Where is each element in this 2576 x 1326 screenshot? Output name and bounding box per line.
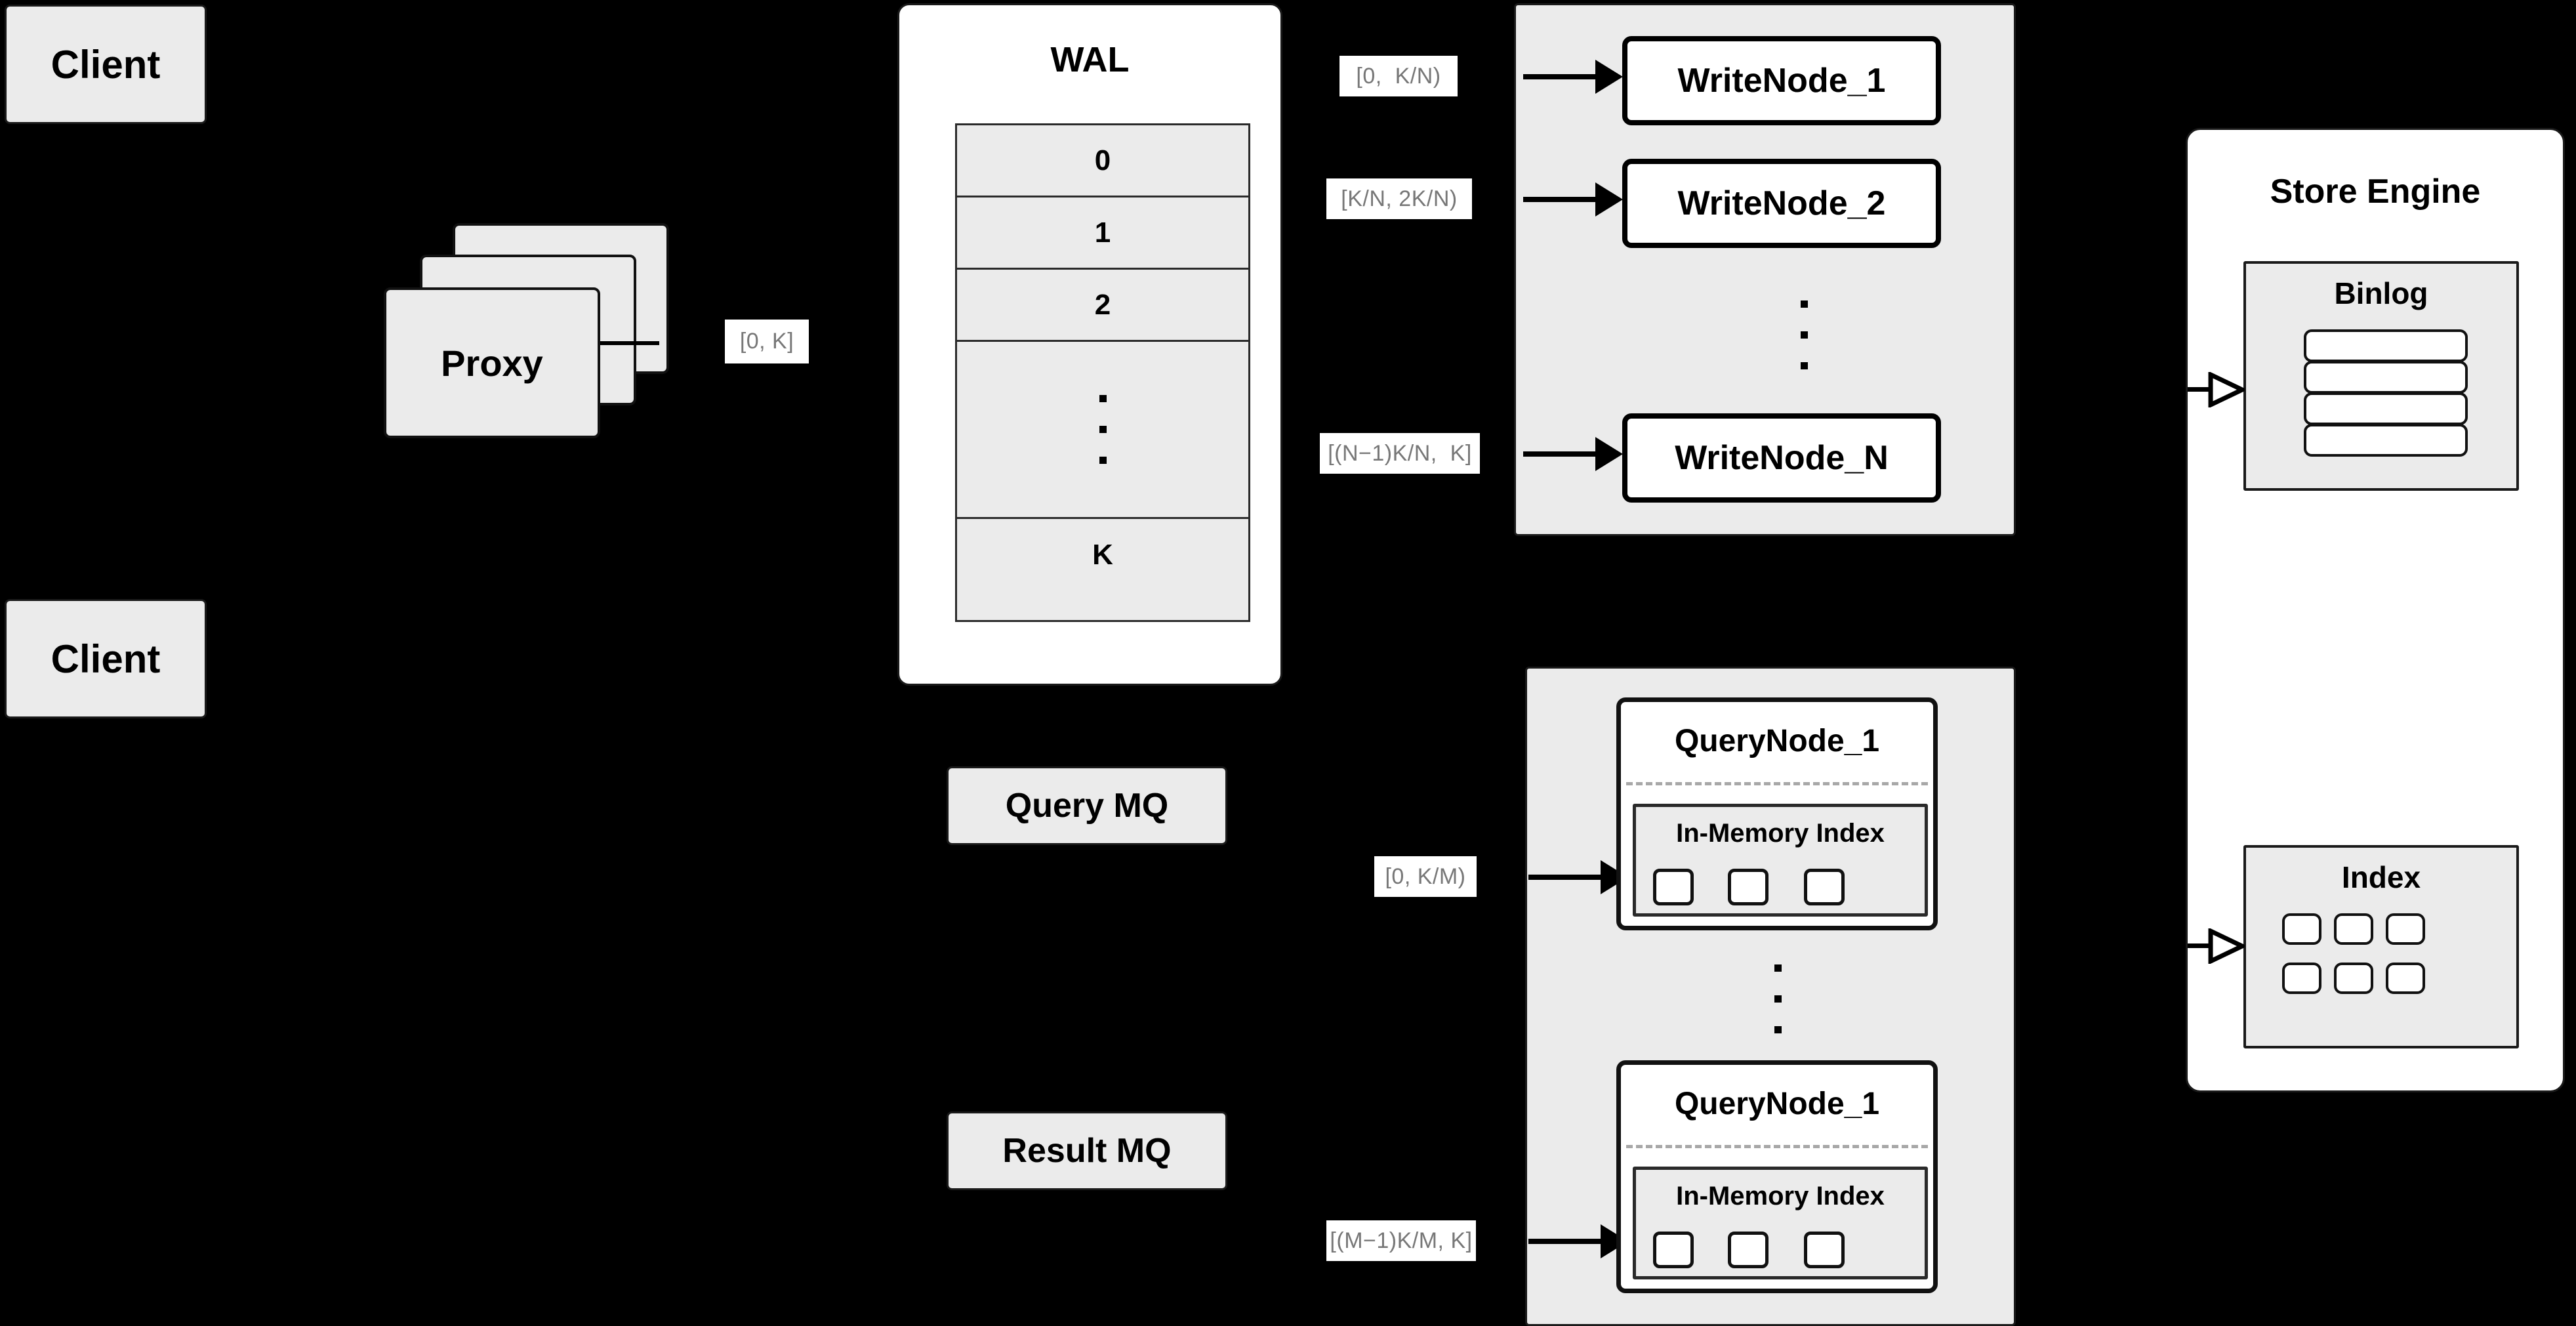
ellipsis-dot: [1800, 362, 1808, 369]
arrow-head-write-node-n: [1595, 437, 1623, 471]
range-label-query-node-m: [(M−1)K/M, K]: [1326, 1220, 1476, 1261]
client-box-1[interactable]: Client: [5, 5, 207, 124]
write-node-n[interactable]: WriteNode_N: [1622, 413, 1941, 503]
arrow-line-write-node-2: [1523, 197, 1595, 202]
index-cell[interactable]: [1728, 869, 1768, 905]
result-mq-box[interactable]: Result MQ: [947, 1111, 1227, 1190]
store-engine-title: Store Engine: [2270, 173, 2481, 211]
arrow-line-to-index: [2188, 943, 2219, 948]
ellipsis-dot: [1099, 395, 1107, 402]
write-node-2[interactable]: WriteNode_2: [1622, 159, 1941, 248]
ellipsis-dot: [1800, 300, 1808, 308]
result-mq-label: Result MQ: [1002, 1132, 1172, 1170]
write-node-ellipsis: [1738, 269, 1870, 400]
client-box-2[interactable]: Client: [5, 599, 207, 718]
store-engine-panel: Store Engine Binlog Index: [2186, 128, 2565, 1092]
ellipsis-dot: [1774, 995, 1782, 1003]
query-mq-box[interactable]: Query MQ: [947, 766, 1227, 845]
proxy-box[interactable]: Proxy: [384, 287, 600, 438]
wal-panel: WAL 0 1 2 K: [897, 3, 1282, 686]
query-node-ellipsis: [1712, 938, 1843, 1060]
index-cell[interactable]: [1653, 869, 1694, 905]
proxy-to-wal-line: [600, 341, 659, 345]
proxy-label: Proxy: [441, 342, 543, 384]
binlog-slot[interactable]: [2304, 329, 2468, 362]
in-memory-index-m: In-Memory Index: [1633, 1167, 1928, 1279]
index-cell[interactable]: [1804, 1232, 1845, 1268]
arrow-line-query-node-m: [1528, 1239, 1601, 1244]
binlog-title: Binlog: [2334, 276, 2428, 310]
in-memory-index-1: In-Memory Index: [1633, 804, 1928, 917]
range-label-write-node-n: [(N−1)K/N, K]: [1320, 433, 1480, 474]
index-slot[interactable]: [2282, 963, 2321, 994]
arrow-line-query-node-1: [1528, 875, 1601, 880]
ellipsis-dot: [1774, 1026, 1782, 1033]
index-cell[interactable]: [1804, 869, 1845, 905]
index-cell[interactable]: [1728, 1232, 1768, 1268]
arrow-line-write-node-1: [1523, 74, 1595, 79]
binlog-panel: Binlog: [2243, 261, 2519, 491]
wal-row-ellipsis: [957, 342, 1248, 519]
query-node-1-title: QueryNode_1: [1674, 724, 1880, 758]
ellipsis-dot: [1774, 964, 1782, 972]
index-slot[interactable]: [2334, 913, 2373, 945]
ellipsis-dot: [1099, 457, 1107, 464]
in-memory-index-m-title: In-Memory Index: [1676, 1182, 1885, 1211]
range-label-query-node-1: [0, K/M): [1374, 856, 1477, 897]
arrow-head-write-node-2: [1595, 182, 1623, 217]
binlog-slot[interactable]: [2304, 361, 2468, 394]
query-mq-label: Query MQ: [1005, 787, 1169, 825]
index-slot[interactable]: [2386, 963, 2425, 994]
wal-row-2[interactable]: 2: [957, 270, 1248, 342]
arrow-line-to-binlog: [2188, 387, 2219, 392]
arrow-line-write-node-n: [1523, 451, 1595, 457]
write-node-2-label: WriteNode_2: [1677, 184, 1886, 222]
query-node-1-divider: [1626, 782, 1928, 785]
binlog-slot[interactable]: [2304, 392, 2468, 425]
wal-table: 0 1 2 K: [955, 123, 1250, 622]
index-slot[interactable]: [2334, 963, 2373, 994]
query-node-m[interactable]: QueryNode_1 In-Memory Index: [1616, 1060, 1938, 1293]
ellipsis-dot: [1800, 331, 1808, 339]
client-label-1: Client: [51, 42, 161, 87]
index-panel: Index: [2243, 845, 2519, 1048]
wal-title: WAL: [1050, 40, 1130, 79]
wal-row-1[interactable]: 1: [957, 197, 1248, 270]
query-node-m-divider: [1626, 1145, 1928, 1148]
query-node-1[interactable]: QueryNode_1 In-Memory Index: [1616, 697, 1938, 930]
write-node-n-label: WriteNode_N: [1675, 439, 1889, 477]
index-slot[interactable]: [2282, 913, 2321, 945]
in-memory-index-1-title: In-Memory Index: [1676, 819, 1885, 848]
client-label-2: Client: [51, 636, 161, 681]
binlog-slot[interactable]: [2304, 424, 2468, 457]
arrow-head-write-node-1: [1595, 60, 1623, 94]
wal-row-k[interactable]: K: [957, 519, 1248, 591]
index-title: Index: [2341, 860, 2421, 894]
query-node-m-title: QueryNode_1: [1674, 1087, 1880, 1121]
index-cell[interactable]: [1653, 1232, 1694, 1268]
wal-row-0[interactable]: 0: [957, 125, 1248, 197]
range-label-proxy-to-wal: [0, K]: [725, 320, 809, 363]
write-node-1[interactable]: WriteNode_1: [1622, 36, 1941, 125]
index-slot[interactable]: [2386, 913, 2425, 945]
range-label-write-node-1: [0, K/N): [1339, 56, 1458, 96]
ellipsis-dot: [1099, 426, 1107, 433]
range-label-write-node-2: [K/N, 2K/N): [1326, 178, 1472, 219]
write-node-1-label: WriteNode_1: [1677, 62, 1886, 100]
